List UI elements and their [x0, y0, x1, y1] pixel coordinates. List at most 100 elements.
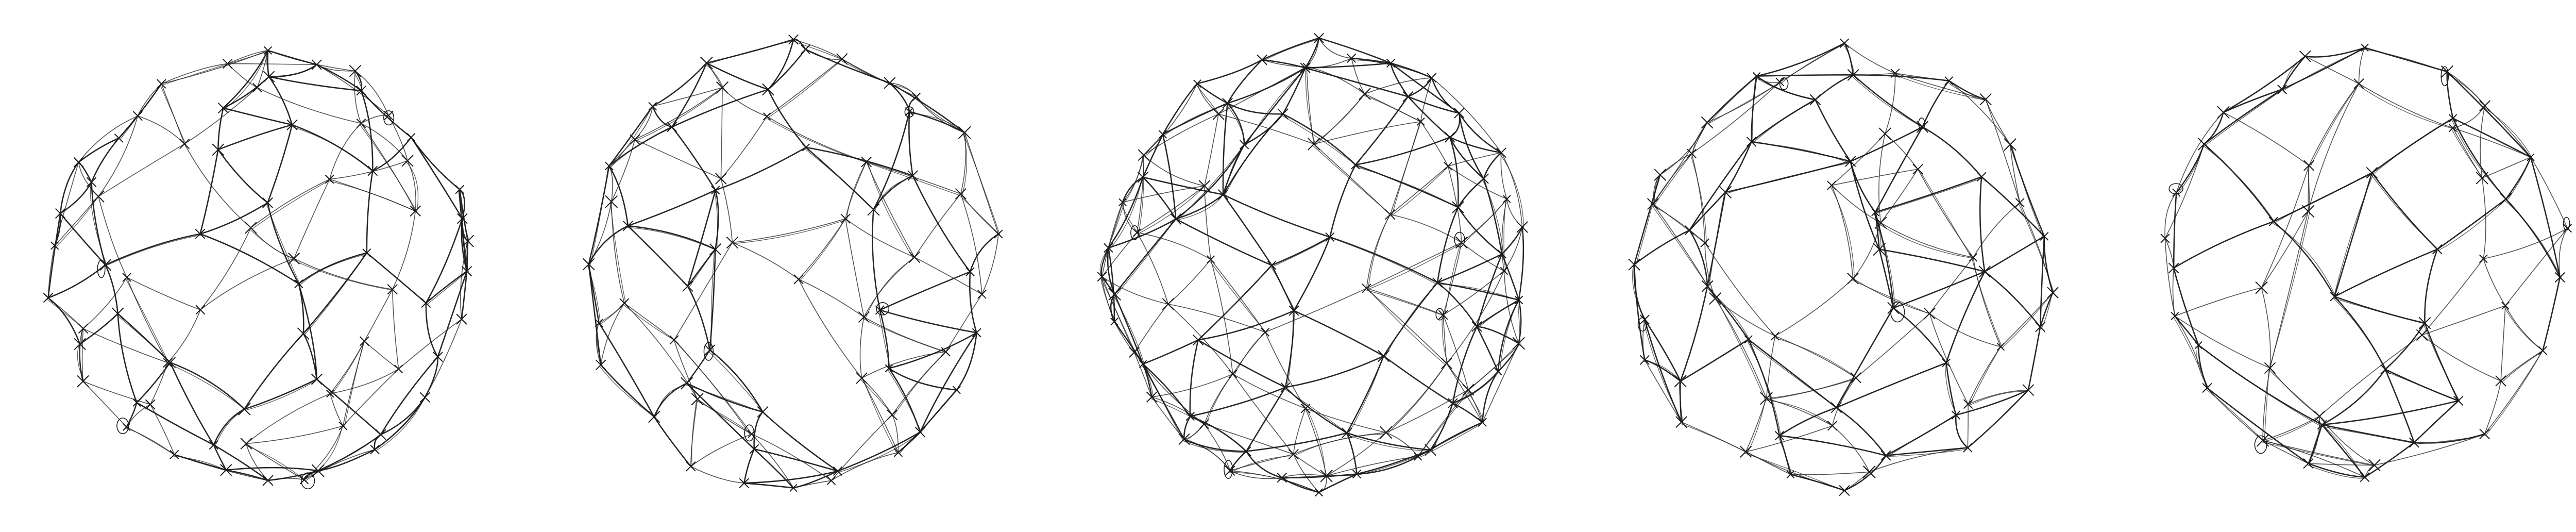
wire-segment: [1416, 390, 1470, 458]
wire-segment: [846, 163, 866, 220]
wire-segment: [1775, 278, 1854, 337]
wire-segment: [1747, 341, 1782, 437]
wire-segment: [792, 40, 844, 61]
wire-segment: [361, 123, 416, 211]
wire-joint: [1844, 156, 1856, 167]
wire-segment: [1293, 432, 1386, 455]
wire-joint: [2416, 329, 2428, 341]
wire-joint: [77, 375, 89, 388]
wire-segment: [845, 219, 865, 318]
wire-segment: [2421, 258, 2484, 336]
wire-joint: [1280, 383, 1291, 392]
wire-joint: [1497, 249, 1507, 259]
wire-segment: [1198, 310, 1295, 341]
wire-segment: [364, 341, 399, 370]
wire-segment: [1281, 115, 1358, 167]
wire-joint: [1444, 132, 1455, 143]
wire-segment: [1476, 326, 1499, 372]
wire-joint: [1438, 310, 1448, 320]
wire-segment: [170, 362, 214, 445]
wire-segment: [655, 384, 686, 418]
wire-segment: [1284, 388, 1349, 435]
wire-joint: [195, 305, 206, 315]
wire-segment: [304, 425, 344, 480]
wire-segment: [2199, 346, 2321, 427]
wire-joint: [2277, 85, 2287, 94]
wire-segment: [1929, 257, 1974, 314]
wire-segment: [1887, 416, 1955, 457]
wire-segment: [673, 242, 733, 340]
wire-segment: [969, 272, 977, 333]
wire-joint: [2160, 234, 2170, 243]
wire-joint: [1471, 321, 1482, 332]
wire-joint: [875, 305, 885, 315]
wire-segment: [805, 48, 890, 84]
wire-segment: [1689, 229, 1708, 287]
wire-segment: [2305, 47, 2365, 58]
wire-joint: [1432, 277, 1443, 288]
wire-segment: [627, 225, 688, 287]
wire-segment: [1745, 451, 1791, 475]
wire-joint: [238, 403, 251, 416]
wire-segment: [1271, 236, 1330, 266]
wire-segment: [2275, 174, 2371, 223]
wire-joint: [294, 279, 303, 289]
wire-segment: [1177, 195, 1223, 221]
wire-sculpture-5-drawing: [2160, 43, 2572, 483]
wire-joint: [286, 119, 298, 130]
wire-joint: [222, 58, 233, 69]
wire-segment: [2438, 200, 2505, 251]
wire-joint: [1239, 140, 1249, 149]
wire-segment: [2321, 400, 2459, 426]
wire-segment: [136, 402, 214, 446]
wire-segment: [1293, 454, 1319, 493]
wire-segment: [116, 314, 172, 364]
wire-joint: [1951, 410, 1961, 420]
wire-joint: [122, 273, 131, 282]
wire-segment: [1417, 389, 1469, 457]
wire-segment: [2373, 119, 2452, 174]
wire-segment: [710, 251, 715, 351]
wire-segment: [690, 434, 752, 467]
wire-segment: [1318, 37, 1392, 64]
wire-segment: [81, 328, 84, 381]
wire-segment: [1143, 339, 1199, 365]
wire-segment: [2261, 211, 2309, 288]
wire-segment: [2268, 369, 2321, 418]
wire-joint: [456, 313, 467, 325]
wire-joint: [1380, 426, 1393, 439]
wire-joint: [1976, 172, 1987, 182]
wire-segment: [2414, 433, 2485, 444]
wire-segment: [291, 126, 375, 172]
wire-segment: [1503, 227, 1523, 271]
wire-segment: [1967, 389, 2029, 448]
wire-segment: [1894, 74, 1988, 101]
wire-joint: [582, 258, 595, 271]
wire-segment: [1766, 398, 1833, 426]
wire-segment: [2333, 297, 2427, 325]
wire-segment: [1346, 356, 1384, 434]
wire-joint: [1139, 360, 1147, 368]
wire-segment: [1367, 289, 1446, 365]
wire-joint: [1386, 58, 1396, 68]
wire-segment: [1189, 340, 1199, 417]
wire-joint: [311, 59, 322, 70]
wire-segment: [1437, 253, 1502, 284]
wire-segment: [1956, 389, 2029, 416]
wire-segment: [912, 175, 971, 273]
wire-segment: [1183, 438, 1246, 452]
wire-segment: [754, 448, 838, 472]
wire-segment: [1167, 304, 1233, 374]
wire-joint: [1222, 98, 1233, 109]
wire-segment: [354, 71, 362, 124]
wire-segment: [1204, 423, 1294, 455]
wire-segment: [798, 279, 865, 318]
wire-joint: [1277, 108, 1289, 120]
wire-segment: [1209, 260, 1267, 334]
wire-segment: [215, 410, 244, 446]
wire-segment: [2446, 71, 2454, 119]
wire-segment: [1716, 299, 1766, 401]
wire-segment: [753, 411, 764, 450]
wire-segment: [2321, 424, 2415, 443]
wire-segment: [1262, 59, 1307, 68]
